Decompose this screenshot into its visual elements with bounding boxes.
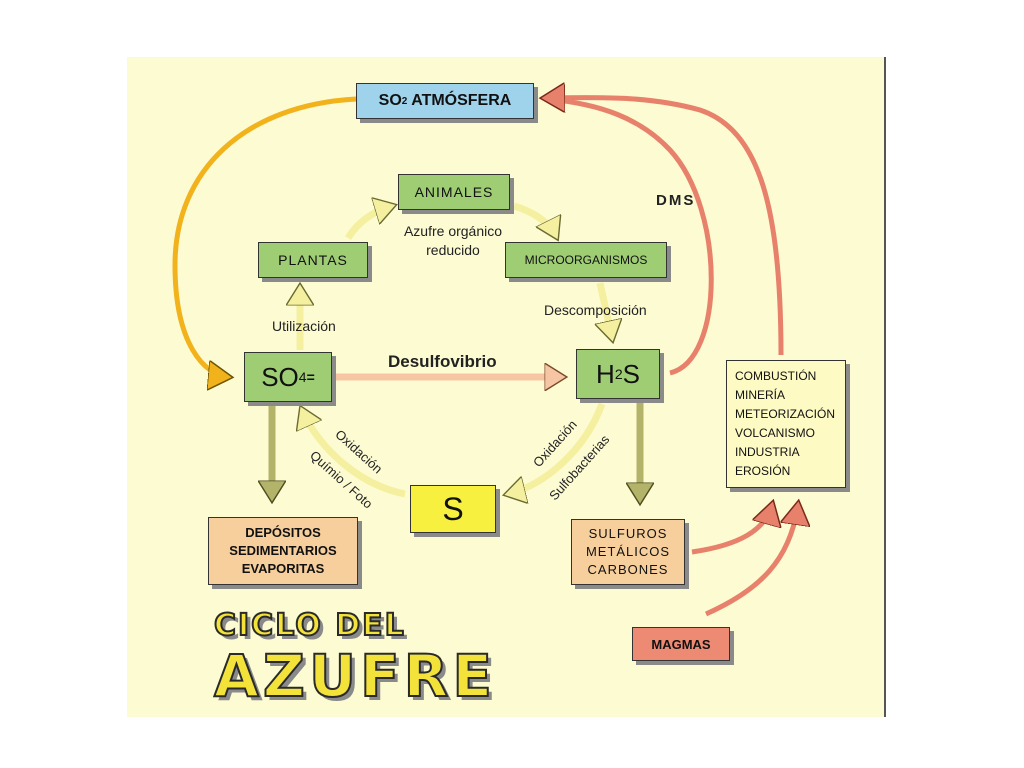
so4-sup: = xyxy=(306,369,315,385)
so2-sub: 2 xyxy=(401,95,408,107)
animales-label: ANIMALES xyxy=(414,184,494,200)
h2s-a: H xyxy=(596,358,615,389)
sulfuros-line-2: METÁLICOS xyxy=(585,544,671,559)
so2-main: SO xyxy=(378,92,402,109)
h2s-sub: 2 xyxy=(614,366,623,382)
depositos-line-3: EVAPORITAS xyxy=(241,561,325,576)
so4-sub: 4 xyxy=(298,369,307,385)
fuente-volcanismo: VOLCANISMO xyxy=(735,426,816,440)
fuentes-box: COMBUSTIÓN MINERÍA METEORIZACIÓN VOLCANI… xyxy=(726,360,846,488)
magmas-box: MAGMAS xyxy=(632,627,730,661)
arrow-plantas-to-animales xyxy=(345,206,392,240)
arrow-animales-to-microorganismos xyxy=(512,202,556,236)
microorganismos-label: MICROORGANISMOS xyxy=(524,253,648,267)
arrow-h2s-to-so2 xyxy=(547,96,714,376)
h2s-b: S xyxy=(622,358,640,389)
sulfuros-line-1: SULFUROS xyxy=(588,526,668,541)
arrow-micro-to-h2s xyxy=(600,282,612,338)
arrow-h2s-to-s xyxy=(508,402,606,494)
fuente-mineria: MINERÍA xyxy=(735,388,786,402)
fuente-industria: INDUSTRIA xyxy=(735,445,800,459)
desulfovibrio-label: Desulfovibrio xyxy=(388,352,497,371)
plantas-label: PLANTAS xyxy=(278,252,348,268)
sulfuros-line-3: CARBONES xyxy=(587,562,669,577)
fuente-erosion: EROSIÓN xyxy=(735,464,791,478)
azufre-organico-line-2: reducido xyxy=(426,242,480,258)
arrow-fuentes-to-so2 xyxy=(545,97,784,356)
title-line-1: CICLO DEL xyxy=(213,607,406,644)
dms-label: DMS xyxy=(656,192,696,209)
arrow-s-to-so4 xyxy=(302,410,406,498)
s-label: S xyxy=(442,490,464,527)
azufre-organico-line-1: Azufre orgánico xyxy=(403,223,503,239)
magmas-label: MAGMAS xyxy=(651,636,711,652)
fuente-meteorizacion: METEORIZACIÓN xyxy=(735,407,836,421)
animales-box: ANIMALES xyxy=(398,174,510,210)
title-line-2: AZUFRE xyxy=(213,641,496,711)
plantas-box: PLANTAS xyxy=(258,242,368,278)
so2-rest: ATMÓSFERA xyxy=(407,92,512,109)
depositos-box: DEPÓSITOS SEDIMENTARIOS EVAPORITAS xyxy=(208,517,358,585)
arrow-sulfuros-to-fuentes xyxy=(691,505,772,555)
fuente-combustion: COMBUSTIÓN xyxy=(735,369,817,383)
arrow-so2-to-so4 xyxy=(172,96,357,377)
descomposicion-label: Descomposición xyxy=(544,302,647,318)
arrow-magmas-to-fuentes xyxy=(704,505,798,617)
depositos-line-2: SEDIMENTARIOS xyxy=(229,543,337,558)
microorganismos-box: MICROORGANISMOS xyxy=(505,242,667,278)
utilizacion-label: Utilización xyxy=(272,318,336,334)
s-box: S xyxy=(410,485,496,533)
azufre-organico-label: Azufre orgánico reducido xyxy=(392,222,514,260)
so4-main: SO xyxy=(261,361,299,392)
depositos-line-1: DEPÓSITOS xyxy=(245,525,321,540)
sulfuros-box: SULFUROS METÁLICOS CARBONES xyxy=(571,519,685,585)
